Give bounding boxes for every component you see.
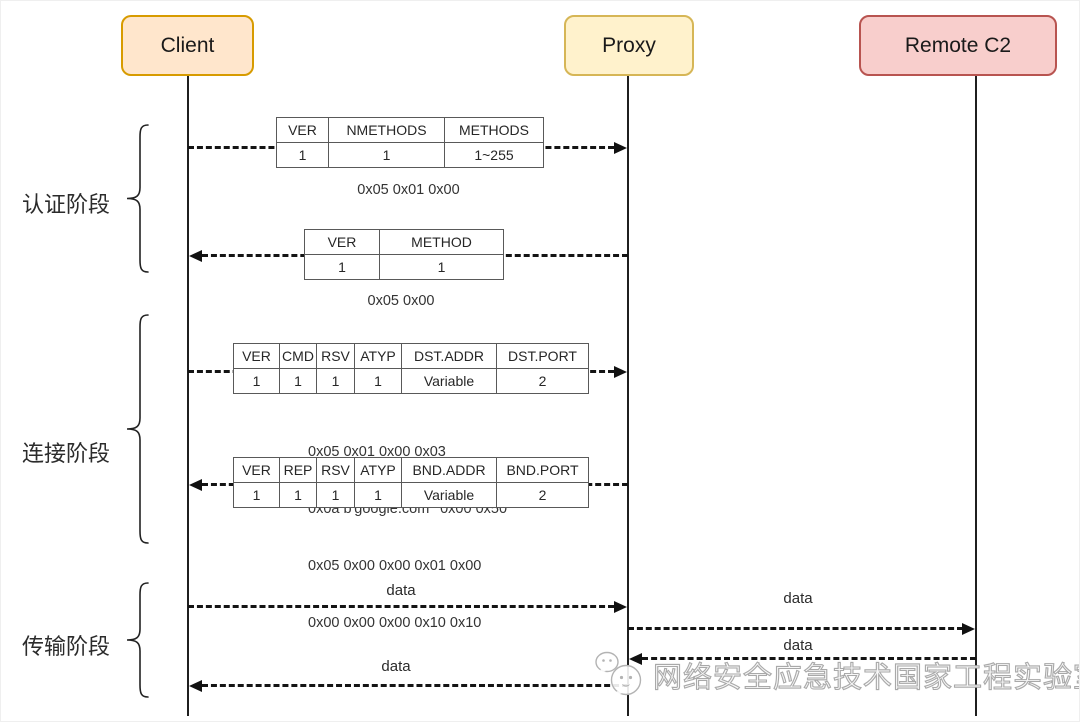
phase-label-connection: 连接阶段 [21,441,110,466]
field-size: 1 [279,482,317,508]
field-size: 1 [304,254,380,280]
wechat-watermark-logo [595,651,642,697]
arrowhead-left-icon [189,250,202,262]
field-size: Variable [401,368,497,394]
actor-proxy: Proxy [564,15,694,76]
actor-remote-c2: Remote C2 [859,15,1057,76]
field-size: 1 [328,142,445,168]
field-header: VER [304,229,380,255]
field-size: 1 [276,142,329,168]
field-header: VER [233,457,280,483]
field-header: ATYP [354,343,402,369]
actor-client-label: Client [160,33,215,57]
arrow-data-proxy-to-client [202,684,628,687]
field-size: 1 [279,368,317,394]
field-size: 2 [496,368,589,394]
field-size: 1 [379,254,504,280]
proxy-lifeline [627,76,629,716]
field-size: 1 [354,482,402,508]
field-size: 2 [496,482,589,508]
data-label: data [783,590,813,607]
actor-proxy-label: Proxy [602,33,656,57]
field-size: 1 [354,368,402,394]
field-size: 1 [233,368,280,394]
field-header: ATYP [354,457,402,483]
field-header: RSV [316,343,355,369]
field-header: METHOD [379,229,504,255]
data-label: data [386,582,416,599]
field-size: Variable [401,482,497,508]
packet-table-connect-request: VER CMD RSV ATYP DST.ADDR DST.PORT 1 1 1… [233,343,589,394]
field-header: VER [233,343,280,369]
phase-brace-connection [126,314,149,544]
field-header: RSV [316,457,355,483]
packet-table-auth-reply: VER METHOD 1 1 [304,229,504,280]
caption-line: 0x05 0x00 0x00 0x01 0x00 [308,558,482,574]
packet-bytes-caption: 0x05 0x00 [367,293,435,309]
phase-brace-authentication [126,124,149,273]
arrowhead-right-icon [962,623,975,635]
watermark: 网络安全应急技术国家工程实验室 [593,649,1080,701]
arrowhead-left-icon [189,479,202,491]
field-header: METHODS [444,117,544,143]
packet-bytes-caption: 0x05 0x00 0x00 0x01 0x00 0x00 0x00 0x00 … [308,519,481,671]
actor-remote-c2-label: Remote C2 [904,33,1012,57]
arrowhead-right-icon [614,366,627,378]
phase-label-authentication: 认证阶段 [21,192,110,217]
field-size: 1 [316,368,355,394]
packet-table-auth-request: VER NMETHODS METHODS 1 1 1~255 [276,117,544,168]
field-header: BND.ADDR [401,457,497,483]
arrowhead-left-icon [629,653,642,665]
data-label: data [783,637,813,654]
field-header: NMETHODS [328,117,445,143]
field-header: BND.PORT [496,457,589,483]
packet-table-connect-reply: VER REP RSV ATYP BND.ADDR BND.PORT 1 1 1… [233,457,589,508]
arrow-data-proxy-to-remote [628,627,963,630]
arrowhead-right-icon [614,142,627,154]
remote-c2-lifeline [975,76,977,716]
phase-label-transmission: 传输阶段 [21,634,110,659]
actor-client: Client [121,15,254,76]
arrow-data-remote-to-proxy [642,657,976,660]
field-header: CMD [279,343,317,369]
caption-line: 0x05 0x01 0x00 0x03 [308,444,446,460]
arrowhead-right-icon [614,601,627,613]
data-label: data [381,658,411,675]
phase-brace-transmission [126,582,149,698]
field-header: DST.PORT [496,343,589,369]
field-header: DST.ADDR [401,343,497,369]
field-header: REP [279,457,317,483]
field-size: 1 [316,482,355,508]
field-size: 1~255 [444,142,544,168]
field-header: VER [276,117,329,143]
arrowhead-left-icon [189,680,202,692]
watermark-text: 网络安全应急技术国家工程实验室 [652,661,1080,694]
caption-line: 0x00 0x00 0x00 0x10 0x10 [308,615,482,631]
arrow-data-client-to-proxy [188,605,614,608]
packet-bytes-caption: 0x05 0x01 0x00 [357,182,460,198]
field-size: 1 [233,482,280,508]
client-lifeline [187,76,189,716]
